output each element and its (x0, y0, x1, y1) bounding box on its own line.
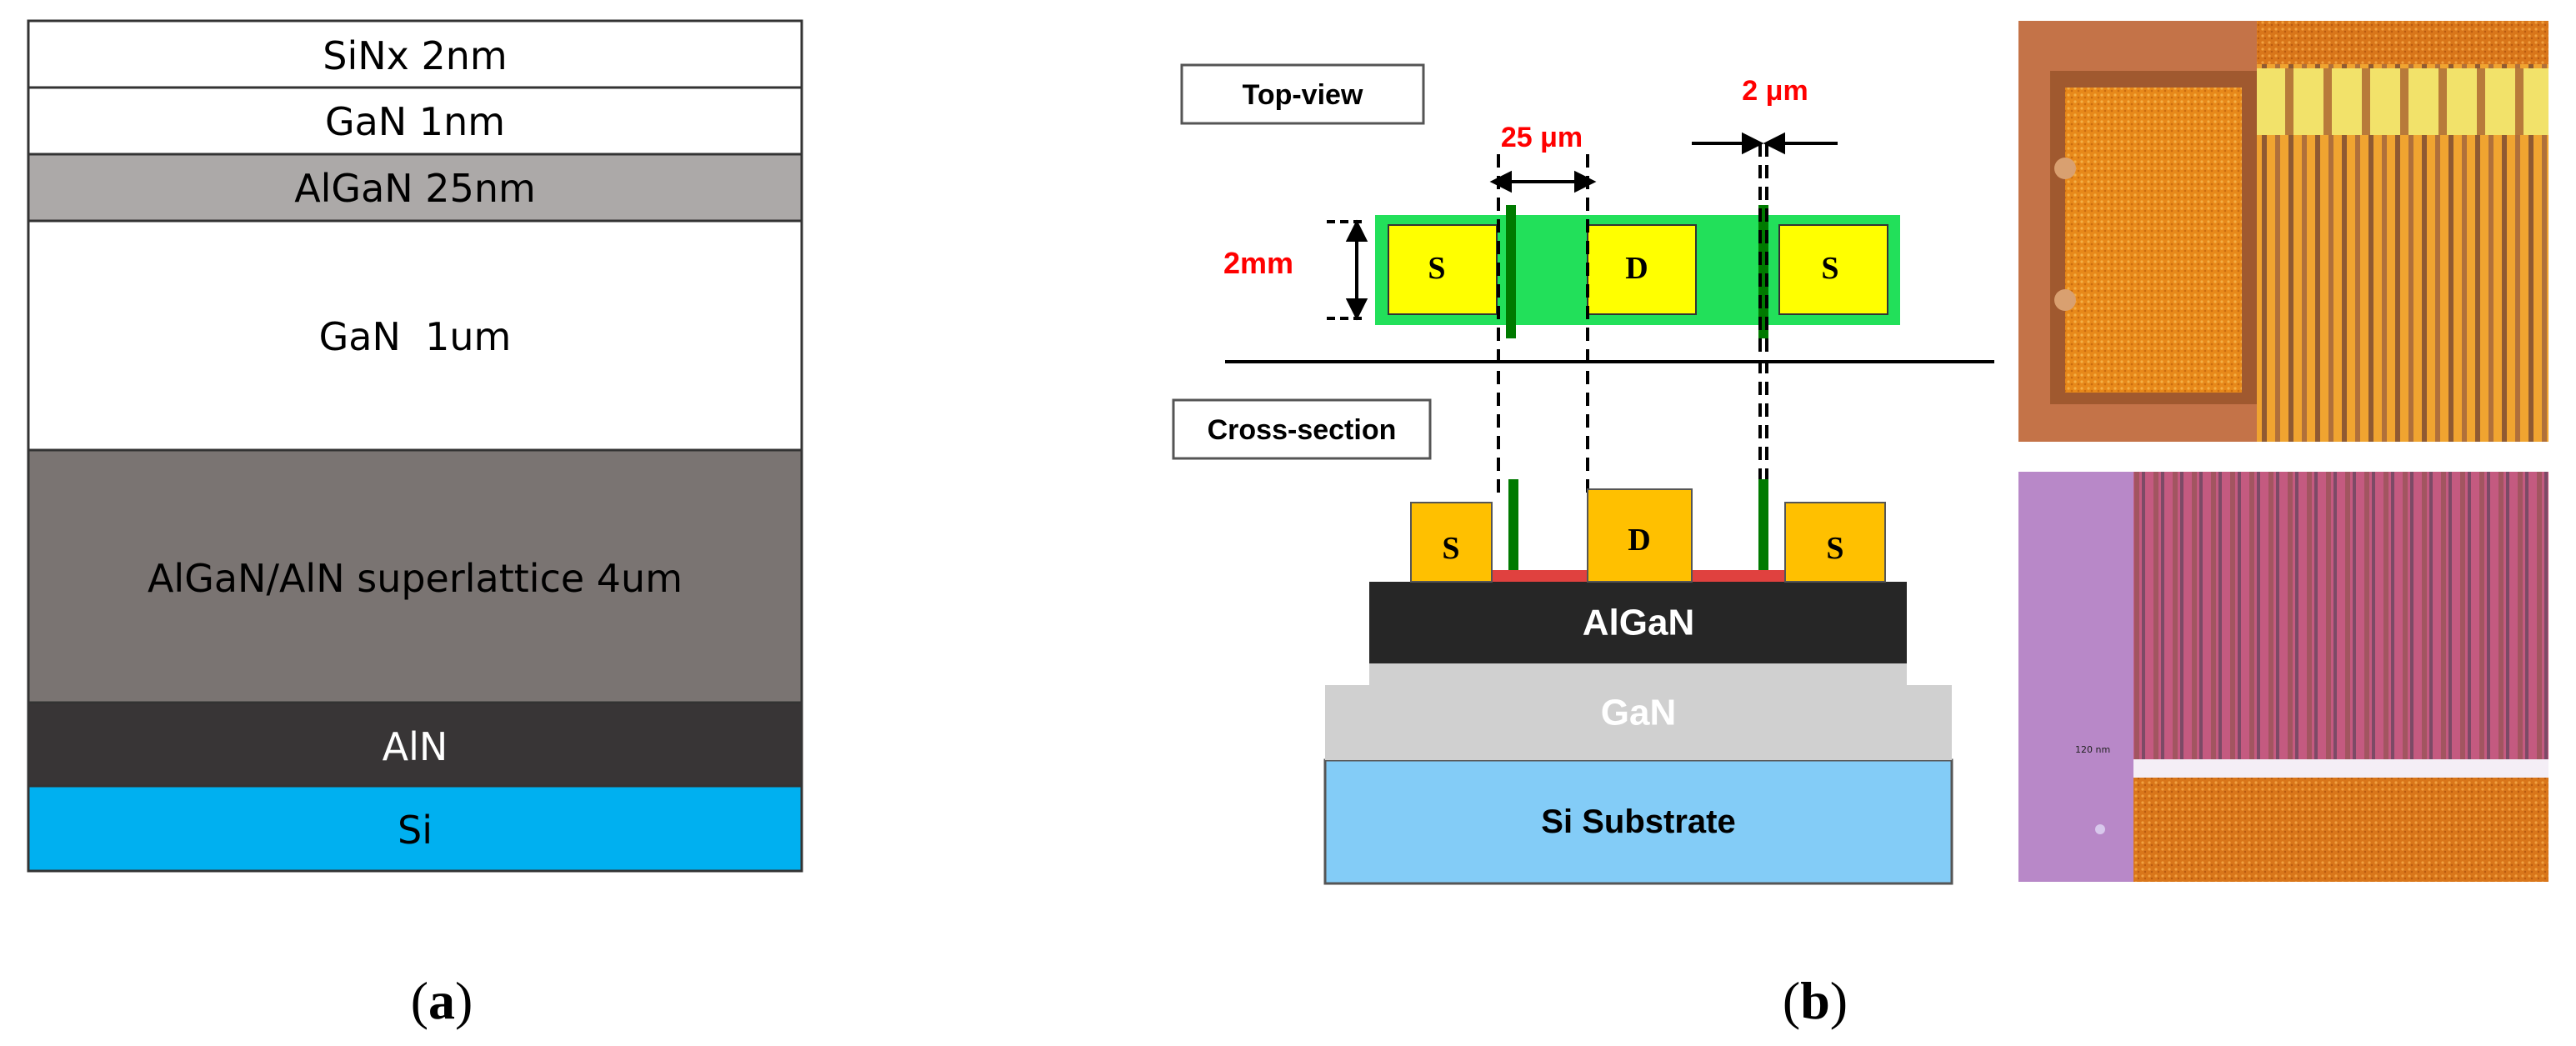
top-view-source-right-label: S (1821, 251, 1838, 286)
top-view-gate-left (1506, 205, 1516, 338)
cs-source-left-label: S (1442, 531, 1459, 566)
cs-drain (1587, 488, 1693, 583)
cross-section-label: Cross-section (1208, 414, 1397, 446)
layer-gan-cap (27, 86, 803, 156)
layer-sinx (27, 19, 803, 89)
caption-b: (b) (1783, 971, 1848, 1030)
micrograph-scale-label: 120 nm (2075, 744, 2110, 755)
cs-gan-label: GaN (1601, 693, 1676, 733)
layer-gan-channel (27, 219, 803, 452)
top-view-source-right (1778, 224, 1888, 315)
dim-2mm-label: 2mm (1223, 246, 1293, 280)
top-view-source-left-label: S (1428, 251, 1445, 286)
layer-label-sinx: SiNx 2nm (323, 33, 507, 78)
cs-algan (1369, 582, 1907, 663)
layer-label-gan-channel: GaN 1um (319, 314, 512, 359)
layer-algan (27, 153, 803, 223)
layer-label-algan: AlGaN 25nm (294, 166, 536, 211)
layer-label-gan-cap: GaN 1nm (325, 99, 505, 144)
top-view-source-left (1388, 224, 1498, 315)
cs-substrate-label: Si Substrate (1541, 803, 1735, 840)
panel-a-layer-stack (27, 19, 803, 873)
layer-label-aln: AlN (383, 724, 448, 769)
cs-channel-left (1492, 570, 1588, 582)
top-view-label-box (1180, 63, 1425, 125)
cs-channel-right (1692, 570, 1785, 582)
cross-section-label-box (1172, 398, 1432, 460)
cs-gate-left (1508, 479, 1518, 570)
cs-substrate (1323, 758, 1953, 885)
top-view-label: Top-view (1243, 79, 1363, 111)
micrograph-top (2018, 21, 2548, 442)
dashed-guides (1497, 143, 1768, 500)
cs-source-right-label: S (1826, 531, 1843, 566)
cs-gate-right (1758, 479, 1768, 570)
cs-gan (1325, 663, 1952, 760)
cs-drain-label: D (1628, 523, 1650, 558)
cs-source-right (1784, 502, 1886, 583)
layer-si (27, 784, 803, 873)
layer-label-superlattice: AlGaN/AlN superlattice 4um (148, 556, 683, 601)
dim-2um-label: 2 μm (1742, 75, 1808, 107)
layer-label-si: Si (398, 808, 433, 853)
micrograph-bottom (2018, 472, 2548, 882)
layer-aln (27, 701, 803, 788)
layer-superlattice (27, 448, 803, 704)
top-view-drain (1587, 224, 1697, 315)
dim-25um-label: 25 μm (1501, 122, 1583, 153)
cs-source-left (1410, 502, 1493, 583)
dim-25um-arrow (1489, 170, 1597, 193)
caption-a: (a) (411, 971, 473, 1030)
top-view-drain-label: D (1625, 251, 1648, 286)
dim-2um-arrows (1692, 132, 1838, 155)
dim-2mm-arrow (1327, 219, 1368, 321)
cs-algan-label: AlGaN (1583, 603, 1694, 643)
